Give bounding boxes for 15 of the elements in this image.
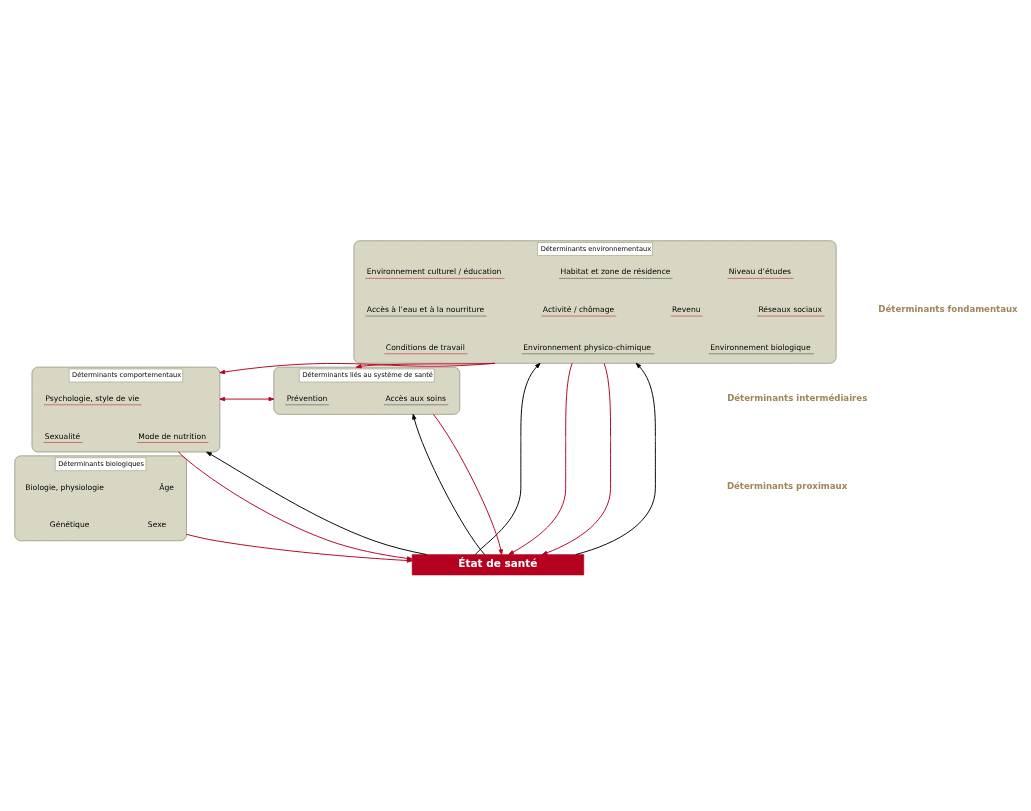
arrow	[412, 413, 486, 555]
label: Déterminants intermédiaires	[727, 392, 868, 403]
arrow	[508, 362, 573, 555]
arrow	[206, 451, 428, 555]
label: Déterminants proximaux	[726, 480, 848, 491]
arrow	[219, 396, 275, 401]
arrow	[575, 362, 656, 555]
label: Déterminants fondamentaux	[878, 303, 1018, 314]
arrow	[541, 362, 611, 555]
arrow	[219, 362, 496, 374]
arrow	[355, 362, 496, 368]
arrow	[186, 533, 413, 563]
arrow	[474, 362, 541, 555]
node-box: État de santé	[411, 553, 585, 575]
arrow	[432, 413, 503, 555]
